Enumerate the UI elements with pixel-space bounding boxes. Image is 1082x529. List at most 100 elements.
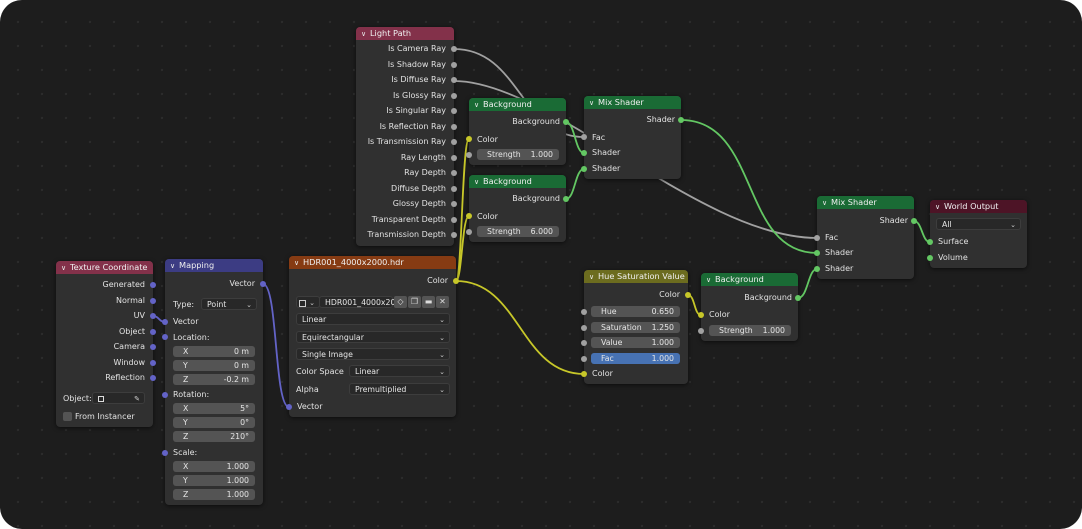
input-socket-color[interactable]	[466, 213, 472, 219]
input-socket-color[interactable]	[698, 312, 704, 318]
output-socket[interactable]	[451, 92, 457, 99]
chevron-down-icon[interactable]: ∨	[361, 30, 367, 38]
shield-icon[interactable]: ◇	[394, 296, 407, 308]
input-socket-volume[interactable]	[927, 255, 933, 261]
type-dropdown[interactable]: Point⌄	[201, 298, 257, 310]
output-socket[interactable]	[451, 170, 457, 176]
node-header[interactable]: ∨Texture Coordinate	[56, 261, 153, 274]
input-socket-scale[interactable]	[162, 450, 168, 456]
output-socket[interactable]	[563, 196, 569, 202]
node-header[interactable]: ∨Mix Shader	[817, 196, 914, 209]
output-socket[interactable]	[150, 375, 156, 381]
output-socket[interactable]	[451, 216, 457, 223]
input-socket-fac[interactable]	[814, 235, 820, 241]
output-socket[interactable]	[678, 117, 684, 123]
node-header[interactable]: ∨Mix Shader	[584, 96, 681, 109]
duplicate-icon[interactable]: ❐	[408, 296, 421, 308]
node-header[interactable]: ∨Background	[701, 273, 798, 286]
input-socket-fac[interactable]	[581, 134, 587, 140]
input-socket-surface[interactable]	[927, 239, 933, 245]
output-socket[interactable]	[795, 295, 801, 301]
image-name-field[interactable]: HDR001_4000x20...	[319, 296, 403, 308]
input-socket-hue[interactable]	[581, 309, 587, 315]
close-icon[interactable]: ✕	[436, 296, 449, 308]
location-z-field[interactable]: Z-0.2 m	[173, 374, 255, 385]
output-socket[interactable]	[911, 218, 917, 224]
node-header[interactable]: ∨HDR001_4000x2000.hdr	[289, 256, 456, 269]
input-socket-fac[interactable]	[581, 356, 587, 362]
object-field[interactable]: ✎	[92, 392, 145, 404]
output-socket[interactable]	[451, 123, 457, 130]
input-socket-shader[interactable]	[814, 250, 820, 256]
alpha-dropdown[interactable]: Premultiplied⌄	[349, 383, 450, 395]
output-socket[interactable]	[150, 359, 156, 366]
chevron-down-icon[interactable]: ∨	[170, 262, 176, 270]
color-space-dropdown[interactable]: Linear⌄	[349, 365, 450, 377]
output-socket[interactable]	[150, 344, 156, 350]
input-socket-shader[interactable]	[814, 266, 820, 272]
chevron-down-icon[interactable]: ∨	[706, 276, 712, 284]
input-socket-vector[interactable]	[286, 404, 292, 410]
node-mapping[interactable]: ∨Mapping Vector Type: Point⌄ Vector Loca…	[162, 259, 266, 505]
input-socket-color[interactable]	[581, 371, 587, 377]
image-browse-button[interactable]: ⌄	[296, 296, 320, 308]
output-socket[interactable]	[260, 281, 266, 287]
node-header[interactable]: ∨Mapping	[165, 259, 263, 272]
chevron-down-icon[interactable]: ∨	[294, 259, 300, 267]
source-dropdown[interactable]: Single Image⌄	[296, 348, 450, 360]
output-socket[interactable]	[150, 282, 156, 288]
input-socket-location[interactable]	[162, 334, 168, 340]
chevron-down-icon[interactable]: ∨	[935, 203, 941, 211]
output-socket[interactable]	[451, 232, 457, 238]
output-socket[interactable]	[451, 185, 457, 192]
input-socket-strength[interactable]	[466, 229, 472, 235]
interpolation-dropdown[interactable]: Linear⌄	[296, 313, 450, 325]
output-socket[interactable]	[451, 46, 457, 52]
node-header[interactable]: ∨Light Path	[356, 27, 454, 40]
output-socket[interactable]	[451, 77, 457, 83]
chevron-down-icon[interactable]: ∨	[589, 273, 595, 281]
input-socket-color[interactable]	[466, 136, 472, 142]
input-socket-rotation[interactable]	[162, 392, 168, 398]
node-header[interactable]: ∨Background	[469, 175, 566, 188]
output-socket[interactable]	[685, 292, 691, 298]
node-header[interactable]: ∨Hue Saturation Value	[584, 270, 688, 283]
output-socket[interactable]	[451, 108, 457, 114]
from-instancer-checkbox[interactable]	[63, 412, 72, 421]
output-socket[interactable]	[563, 119, 569, 125]
chevron-down-icon[interactable]: ∨	[589, 99, 595, 107]
input-socket-shader[interactable]	[581, 166, 587, 172]
output-socket[interactable]	[150, 297, 156, 304]
input-socket-vector[interactable]	[162, 319, 168, 325]
output-socket[interactable]	[451, 139, 457, 145]
output-socket[interactable]	[451, 201, 457, 207]
output-socket[interactable]	[451, 61, 457, 68]
eyedropper-icon[interactable]: ✎	[134, 395, 140, 403]
node-world-output[interactable]: ∨World Output All⌄ Surface Volume	[927, 200, 1027, 268]
input-socket-strength[interactable]	[698, 328, 704, 334]
target-dropdown[interactable]: All⌄	[936, 218, 1021, 230]
chevron-down-icon[interactable]: ∨	[474, 178, 480, 186]
output-socket[interactable]	[453, 278, 459, 284]
node-environment-texture[interactable]: ∨HDR001_4000x2000.hdr Color ⌄ HDR001_400…	[286, 256, 459, 417]
projection-dropdown[interactable]: Equirectangular⌄	[296, 331, 450, 343]
